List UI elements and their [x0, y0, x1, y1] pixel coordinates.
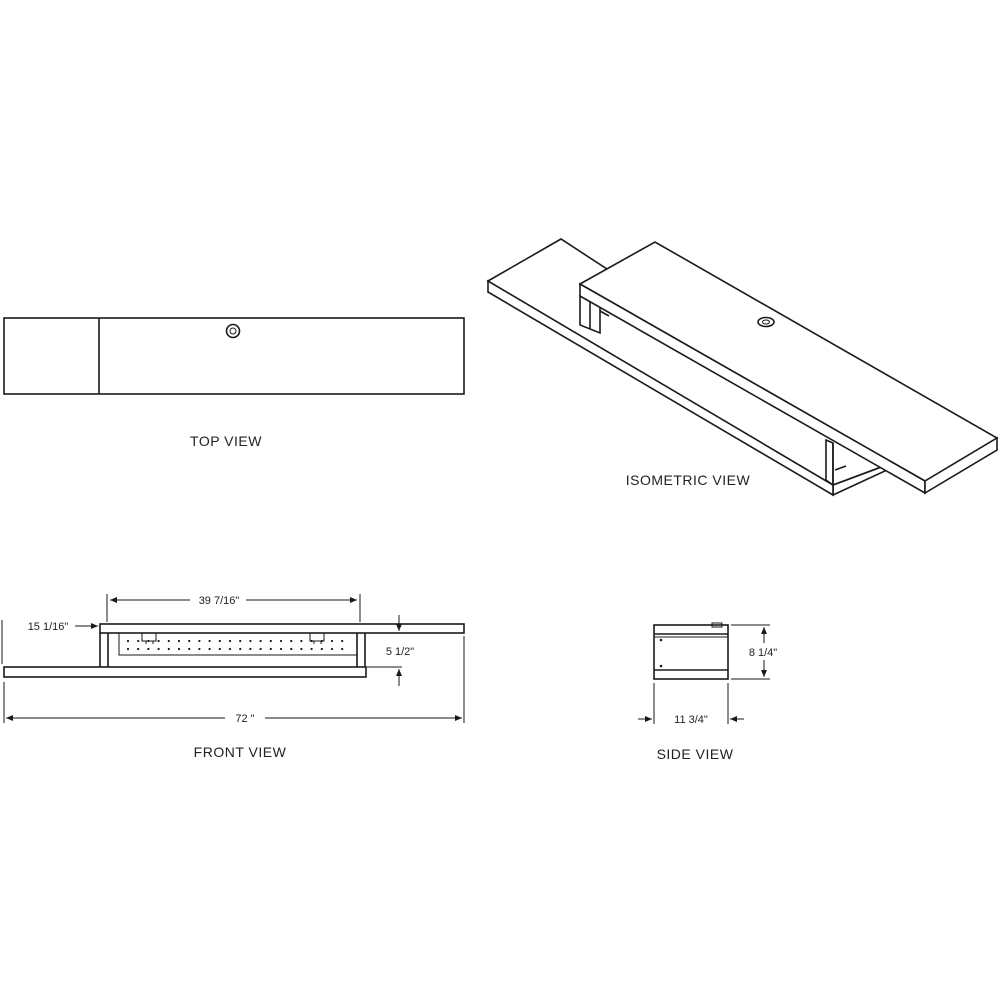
top-view: TOP VIEW: [3, 317, 465, 449]
dimension-overhang-label: 15 1/16": [28, 621, 69, 633]
pegboard-hole: [137, 639, 140, 643]
pegboard-hole: [188, 647, 191, 651]
pegboard-hole: [167, 639, 170, 643]
isometric-view: ISOMETRIC VIEW: [486, 238, 999, 497]
pegboard-hole: [300, 639, 303, 643]
front-back-panel: [118, 632, 358, 656]
dimension-side-height: 8 1/4": [731, 624, 777, 680]
pegboard-holes: [126, 639, 344, 651]
dimension-height: 5 1/2": [367, 615, 414, 686]
pegboard-hole: [198, 639, 201, 643]
pegboard-hole: [198, 647, 201, 651]
pegboard-hole: [279, 639, 283, 643]
pegboard-hole: [290, 647, 293, 651]
pegboard-hole: [320, 639, 323, 643]
pegboard-hole: [218, 647, 221, 651]
dimension-total-width: 72 ": [3, 636, 465, 725]
bracket-icon: [309, 632, 325, 644]
dimension-side-depth: 11 3/4": [638, 683, 744, 726]
dimension-side-height-label: 8 1/4": [749, 647, 777, 659]
pegboard-hole: [259, 639, 262, 643]
pegboard-hole: [249, 639, 252, 643]
bracket-icon: [141, 632, 157, 644]
top-view-shelf-outline: [3, 317, 465, 395]
pegboard-hole: [300, 647, 303, 651]
pegboard-hole: [320, 647, 323, 651]
pegboard-hole: [228, 647, 232, 651]
pegboard-hole: [269, 647, 272, 651]
pegboard-hole: [177, 639, 181, 643]
pegboard-hole: [239, 639, 242, 643]
pegboard-hole: [259, 647, 262, 651]
pegboard-hole: [167, 647, 170, 651]
pegboard-hole: [330, 647, 334, 651]
isometric-top-shelf: [578, 241, 999, 495]
pegboard-hole: [239, 647, 242, 651]
side-view: 8 1/4" 11 3/4" SIDE VIEW: [638, 622, 777, 762]
isometric-right-support: [825, 438, 847, 487]
pegboard-hole: [341, 639, 344, 643]
pegboard-hole: [126, 647, 130, 651]
pegboard-hole: [279, 647, 283, 651]
pegboard-hole: [157, 639, 160, 643]
grommet-icon: [225, 323, 241, 339]
pegboard-hole: [188, 639, 191, 643]
dimension-inner-width-label: 39 7/16": [199, 595, 240, 607]
pegboard-hole: [290, 639, 293, 643]
dimension-inner-width: 39 7/16": [106, 594, 361, 622]
pegboard-hole: [137, 647, 140, 651]
pegboard-hole: [177, 647, 181, 651]
pegboard-hole: [310, 639, 313, 643]
front-view: 39 7/16" 15 1/16" 5 1/2" 72 " FRONT VIEW: [1, 594, 465, 760]
pegboard-hole: [341, 647, 344, 651]
pegboard-hole: [147, 639, 150, 643]
side-view-label: SIDE VIEW: [657, 746, 734, 762]
front-bottom-shelf: [3, 666, 367, 678]
front-top-shelf: [99, 623, 465, 634]
pegboard-hole: [208, 639, 211, 643]
pegboard-hole: [249, 647, 252, 651]
pegboard-hole: [330, 639, 334, 643]
pegboard-hole: [228, 639, 232, 643]
dimension-overhang: 15 1/16": [1, 620, 98, 664]
pegboard-hole: [218, 639, 221, 643]
front-view-label: FRONT VIEW: [194, 744, 287, 760]
pegboard-hole: [157, 647, 160, 651]
dimension-height-label: 5 1/2": [386, 646, 414, 658]
pegboard-hole: [126, 639, 130, 643]
dimension-total-width-label: 72 ": [235, 713, 254, 725]
pegboard-hole: [269, 639, 272, 643]
top-view-label: TOP VIEW: [190, 433, 262, 449]
pegboard-hole: [147, 647, 150, 651]
dimension-side-depth-label: 11 3/4": [674, 714, 708, 726]
isometric-view-label: ISOMETRIC VIEW: [626, 472, 751, 488]
pegboard-hole: [310, 647, 313, 651]
side-view-outline: [653, 624, 729, 680]
isometric-grommet-icon: [757, 316, 775, 328]
pegboard-hole: [208, 647, 211, 651]
